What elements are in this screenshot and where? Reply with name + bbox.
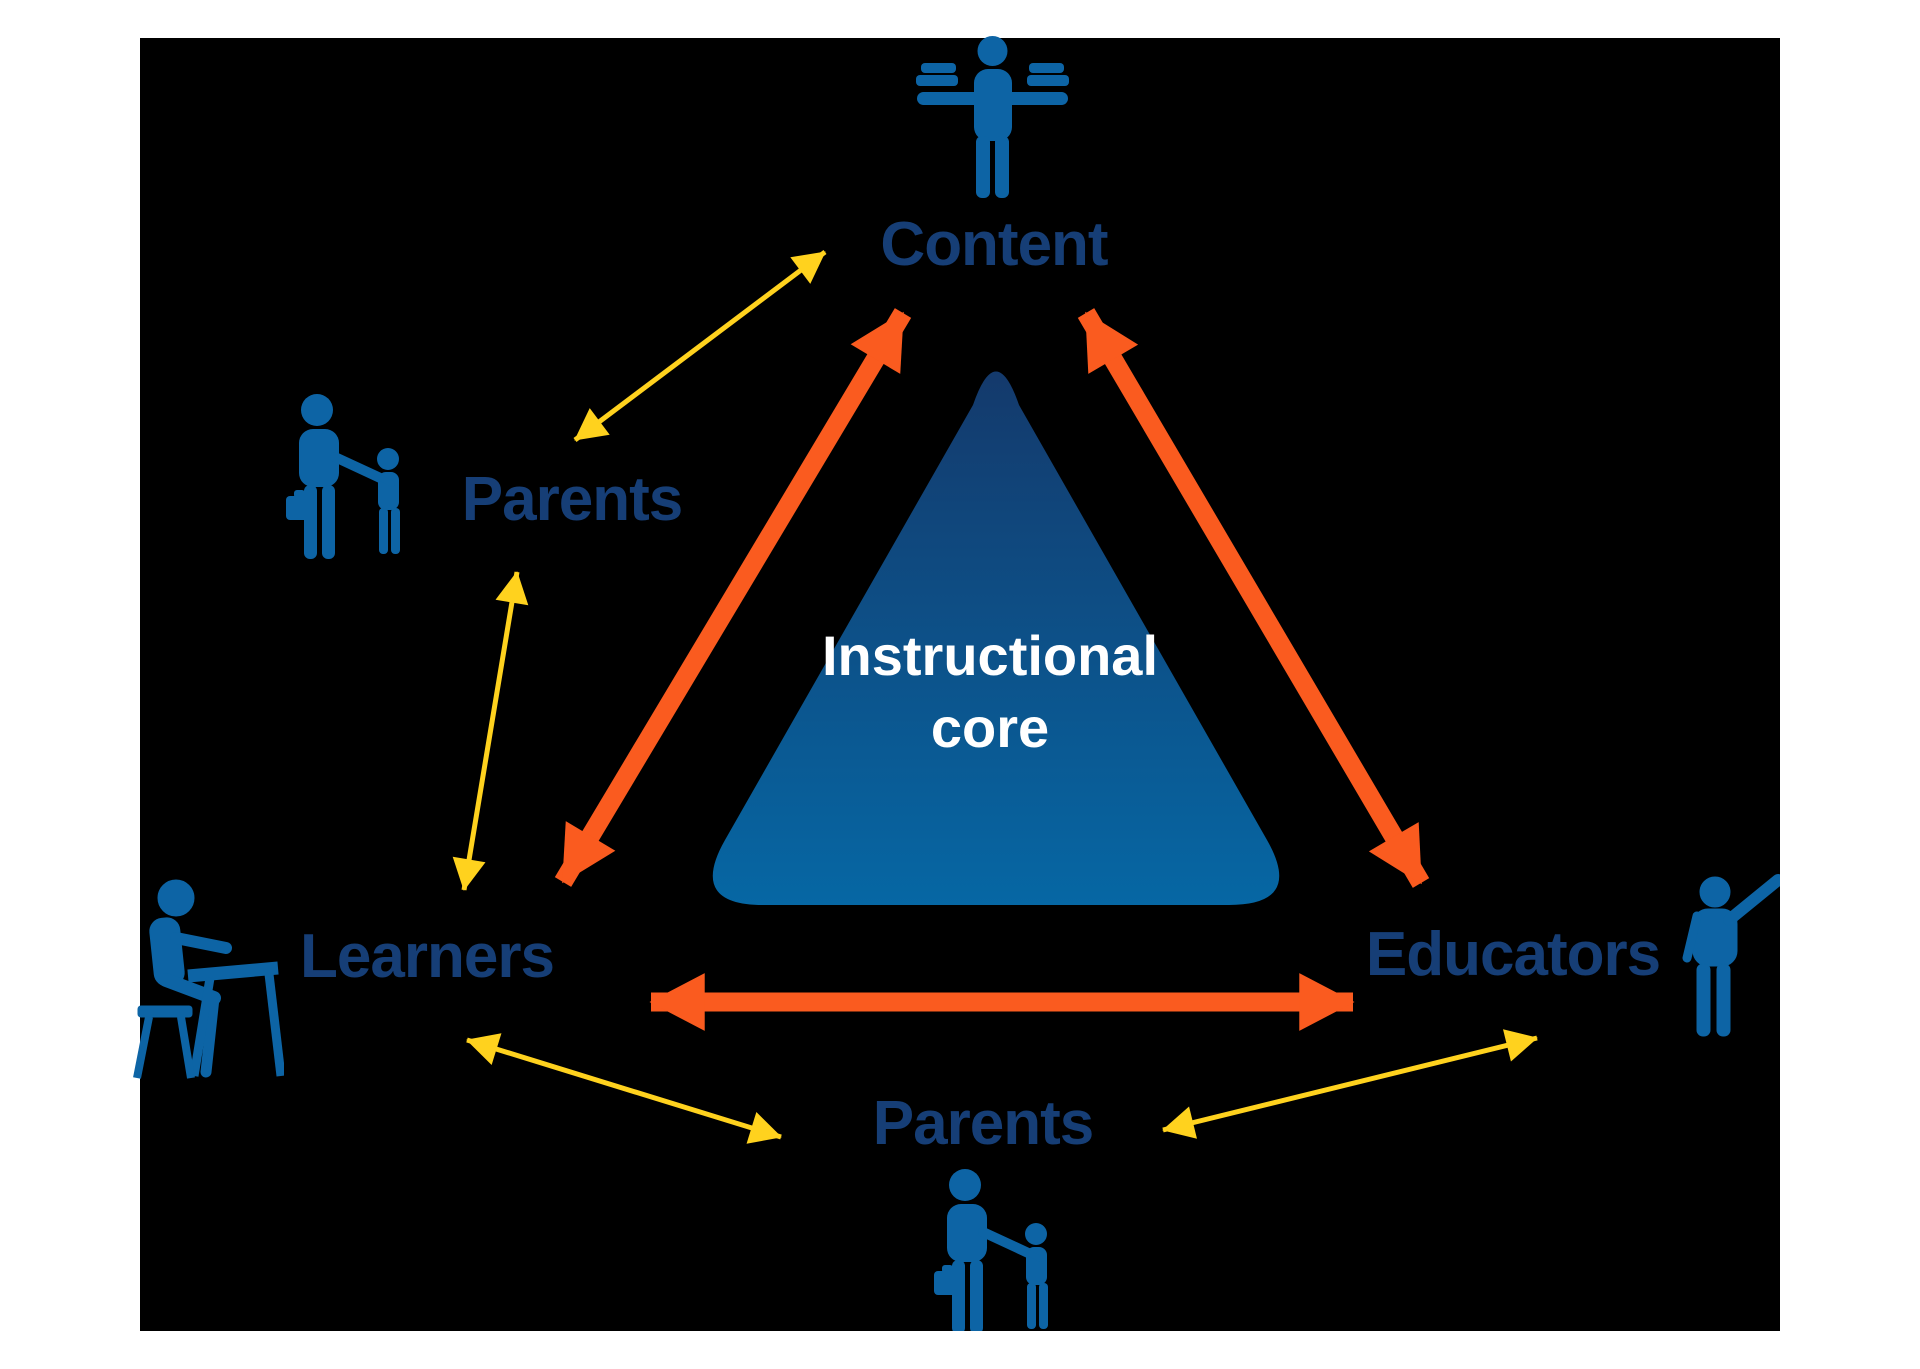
arrow-learners-parents: [466, 1033, 782, 1144]
student-at-desk-icon: [126, 876, 284, 1082]
arrow-content-learners: [554, 308, 912, 887]
parent-and-child-icon: [285, 393, 420, 561]
parents-bottom-label: Parents: [872, 1089, 1094, 1158]
arrow-parents-content: [573, 250, 827, 442]
content-label: Content: [880, 210, 1108, 279]
arrow-parents-educators: [1162, 1029, 1538, 1139]
parents-left-label: Parents: [461, 465, 683, 534]
learners-label: Learners: [300, 922, 555, 991]
parent-and-child-icon: [933, 1168, 1068, 1331]
core-label-line1: Instructional: [821, 624, 1159, 687]
arrow-content-educators: [1077, 308, 1430, 888]
teacher-pointing-icon: [1682, 868, 1780, 1038]
arrow-parents-learners: [452, 571, 529, 891]
person-balancing-books-icon: [915, 36, 1070, 199]
core-label-line2: core: [930, 696, 1050, 759]
instructional-core-label: Instructional core: [822, 620, 1158, 764]
educators-label: Educators: [1365, 920, 1661, 989]
